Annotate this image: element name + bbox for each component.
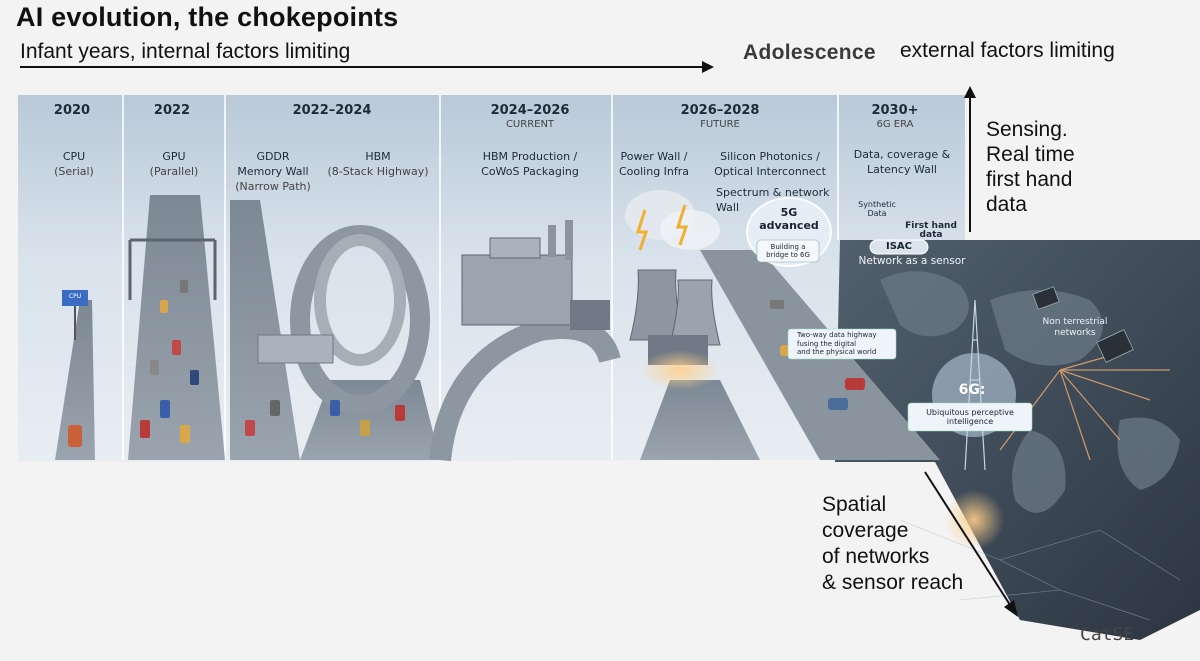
network-sensor-label: Network as a sensor <box>858 255 966 267</box>
satellite <box>1032 286 1060 310</box>
photonics-line2: Optical Interconnect <box>714 165 826 178</box>
photonics-label: Silicon Photonics / Optical Interconnect <box>704 149 836 179</box>
isac-label: ISAC <box>885 241 912 252</box>
cpu-label: CPU (Serial) <box>42 149 106 179</box>
roads <box>55 195 940 462</box>
fiveg-title: 5G advanced <box>757 206 821 232</box>
gddr-line1: GDDR <box>256 150 290 163</box>
era-header: 2020 <box>40 103 104 118</box>
external-factors-label: external factors limiting <box>900 39 1115 62</box>
synthetic-data-label: Synthetic Data <box>852 200 902 218</box>
hbm-label: HBM (8-Stack Highway) <box>318 149 438 179</box>
hbm-production-line2: CoWoS Packaging <box>481 165 579 178</box>
satellite <box>1096 329 1134 363</box>
spatial-line: of networks <box>822 545 930 568</box>
era-year: 2026–2028 <box>680 103 760 118</box>
era-year: 2030+ <box>871 103 919 118</box>
era-header: 2026–2028 FUTURE <box>660 103 780 130</box>
era-header: 2030+ 6G ERA <box>850 103 940 130</box>
spectrum-line1: Spectrum & network <box>716 186 830 199</box>
tower-glow <box>944 490 1004 550</box>
sensing-annotation: Sensing. Real time first hand data <box>986 117 1075 217</box>
sixg-sub-line1: Ubiquitous perceptive <box>926 408 1014 417</box>
sixg-sub-line2: intelligence <box>946 417 994 426</box>
sensing-line: Sensing. <box>986 118 1068 141</box>
gddr-label: GDDR Memory Wall (Narrow Path) <box>230 149 316 194</box>
first-hand-data-label: First hand data <box>905 221 957 240</box>
era-year: 2022–2024 <box>292 103 372 118</box>
non-terrestrial-line2: networks <box>1054 328 1096 338</box>
adolescence-label: Adolescence <box>743 41 876 64</box>
era-header: 2024–2026 CURRENT <box>470 103 590 130</box>
spectrum-wall-label: Spectrum & network Wall <box>716 185 840 215</box>
gpu-name: GPU <box>162 150 186 163</box>
synthetic-line1: Synthetic <box>858 200 896 209</box>
cpu-sign <box>62 290 88 306</box>
fiveg-subtitle: Building a bridge to 6G <box>757 243 819 259</box>
era-status: 6G ERA <box>876 119 914 130</box>
power-wall-line2: Cooling Infra <box>618 165 690 178</box>
isac-pill <box>869 239 929 255</box>
fiveg-sub-line1: Building a <box>770 243 806 251</box>
gddr-line2: Memory Wall <box>237 165 309 178</box>
cooling-towers <box>625 190 721 390</box>
fiveg-title-line1: 5G <box>780 206 798 219</box>
spatial-arrow <box>924 471 1013 609</box>
era-year: 2020 <box>53 103 91 118</box>
spectrum-line2: Wall <box>716 201 740 214</box>
era-status: CURRENT <box>505 119 555 130</box>
data-wall-line1: Data, coverage & <box>853 148 951 161</box>
era-header: 2022–2024 <box>272 103 392 118</box>
spatial-line: Spatial <box>822 493 887 516</box>
cpu-note: (Serial) <box>54 165 94 178</box>
continents <box>880 271 1180 513</box>
sensing-line: Real time <box>986 143 1075 166</box>
two-way-line2: fusing the digital <box>797 339 857 348</box>
power-wall-line1: Power Wall / <box>620 150 688 163</box>
cpu-sign-label: CPU <box>68 293 82 300</box>
highway-gantry <box>128 238 217 300</box>
sixg-title: 6G: <box>958 382 986 398</box>
page-title: AI evolution, the chokepoints <box>16 2 399 32</box>
two-way-label-box <box>787 328 897 360</box>
sixg-subtitle: Ubiquitous perceptive intelligence <box>908 408 1032 426</box>
fiveg-sub-line2: bridge to 6G <box>766 251 810 259</box>
factory <box>461 220 610 330</box>
brand-signature: CatSE <box>1080 624 1135 645</box>
toll-booth <box>257 334 334 364</box>
power-wall-label: Power Wall / Cooling Infra <box>612 149 696 179</box>
two-way-line1: Two-way data highway <box>797 331 877 339</box>
spatial-line: coverage <box>822 519 909 542</box>
synthetic-line2: Data <box>867 209 887 218</box>
non-terrestrial-line1: Non terrestrial <box>1042 317 1108 327</box>
gpu-note: (Parallel) <box>149 165 199 178</box>
sensing-line: data <box>986 193 1027 216</box>
two-way-highway-label: Two-way data highway fusing the digital … <box>788 331 896 357</box>
era-header: 2022 <box>140 103 204 118</box>
hbm-production-line1: HBM Production / <box>482 150 578 163</box>
hbm-production-label: HBM Production / CoWoS Packaging <box>462 149 598 179</box>
era-year: 2024–2026 <box>490 103 570 118</box>
gddr-note: (Narrow Path) <box>235 180 311 193</box>
hbm-note: (8-Stack Highway) <box>327 165 429 178</box>
cpu-name: CPU <box>62 150 86 163</box>
photonics-line1: Silicon Photonics / <box>720 150 820 163</box>
era-dividers <box>122 95 839 460</box>
non-terrestrial-label: Non terrestrial networks <box>1030 317 1120 339</box>
era-year: 2022 <box>153 103 191 118</box>
spatial-annotation: Spatial coverage of networks & sensor re… <box>822 492 963 596</box>
hbm-name: HBM <box>365 150 391 163</box>
spatial-line: & sensor reach <box>822 571 964 594</box>
fiveg-title-line2: advanced <box>759 219 819 232</box>
gpu-label: GPU (Parallel) <box>140 149 208 179</box>
era-status: FUTURE <box>700 119 740 130</box>
network-mesh <box>899 519 1181 621</box>
infant-phase-label: Infant years, internal factors limiting <box>20 40 351 63</box>
two-way-line3: and the physical world <box>797 348 877 356</box>
signal-rays <box>999 349 1170 461</box>
sensing-line: first hand <box>986 168 1073 191</box>
data-wall-label: Data, coverage & Latency Wall <box>850 147 954 177</box>
data-wall-line2: Latency Wall <box>866 163 937 176</box>
